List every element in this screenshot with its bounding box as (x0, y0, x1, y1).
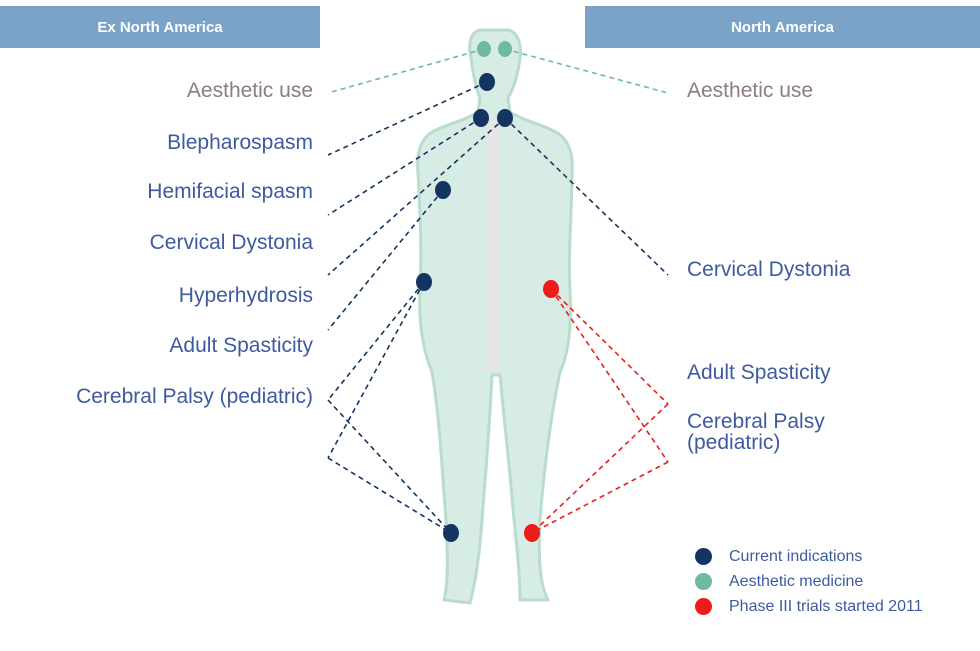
connector-na-cerebral-palsy-a (551, 289, 668, 462)
legend-dot-aesthetic-icon (695, 573, 712, 590)
right-label-aesthetic-use: Aesthetic use (687, 79, 813, 103)
right-arm-point (543, 280, 559, 298)
header-north-america: North America (585, 6, 980, 48)
left-arm-point (416, 273, 432, 291)
legend-item-current: Current indications (695, 547, 949, 567)
left-label-hemifacial-spasm: Hemifacial spasm (147, 180, 313, 204)
right-label-cerebral-palsy: Cerebral Palsy (pediatric) (687, 411, 825, 453)
aesthetic-point-right (498, 41, 512, 57)
connector-adult-spasticity-a (328, 282, 424, 400)
right-label-cervical-dystonia: Cervical Dystonia (687, 258, 850, 282)
left-label-cerebral-palsy: Cerebral Palsy (pediatric) (76, 385, 313, 409)
legend-dot-current-icon (695, 548, 712, 565)
header-ex-north-america: Ex North America (0, 6, 320, 48)
connector-adult-spasticity-b (328, 400, 451, 533)
connector-aesthetic-right (505, 49, 668, 93)
legend-item-phase3: Phase III trials started 2011 (695, 597, 949, 617)
blepharospasm-point (479, 73, 495, 91)
left-label-cervical-dystonia: Cervical Dystonia (150, 231, 313, 255)
left-leg-point (443, 524, 459, 542)
right-label-cerebral-palsy-line1: Cerebral Palsy (687, 411, 825, 432)
right-label-adult-spasticity: Adult Spasticity (687, 361, 831, 385)
left-label-hyperhydrosis: Hyperhydrosis (179, 284, 313, 308)
connector-na-cerebral-palsy-b (532, 462, 668, 533)
right-leg-point (524, 524, 540, 542)
legend-label-current: Current indications (729, 547, 949, 567)
left-label-blepharospasm: Blepharospasm (167, 131, 313, 155)
legend-label-aesthetic: Aesthetic medicine (729, 572, 949, 592)
legend-label-phase3: Phase III trials started 2011 (729, 597, 949, 617)
left-label-aesthetic-use: Aesthetic use (187, 79, 313, 103)
left-label-adult-spasticity: Adult Spasticity (169, 334, 313, 358)
neck-point-right (497, 109, 513, 127)
connector-cerebral-palsy-b (328, 458, 451, 533)
spine-stripe (486, 120, 500, 372)
neck-point-left (473, 109, 489, 127)
connector-cerebral-palsy-a (328, 282, 424, 458)
legend-item-aesthetic: Aesthetic medicine (695, 572, 949, 592)
right-label-cerebral-palsy-line2: (pediatric) (687, 432, 825, 453)
armpit-point (435, 181, 451, 199)
legend-dot-phase3-icon (695, 598, 712, 615)
aesthetic-point-left (477, 41, 491, 57)
connector-na-adult-spasticity-b (532, 404, 668, 533)
connector-aesthetic-left (328, 49, 484, 93)
